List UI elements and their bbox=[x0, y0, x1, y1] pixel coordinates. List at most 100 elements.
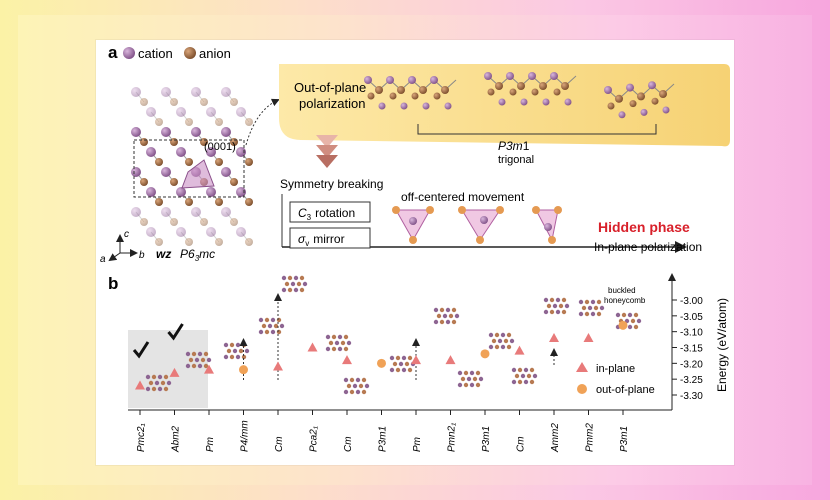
y-tick-label: -3.10 bbox=[680, 328, 703, 339]
data-marks bbox=[135, 320, 628, 390]
thumb-atom bbox=[331, 346, 337, 352]
in-plane-point bbox=[204, 364, 214, 374]
thumb-atom bbox=[469, 370, 475, 376]
thumb-atom bbox=[460, 376, 466, 382]
thumb-atom bbox=[523, 379, 529, 385]
plane-label: (0001) bbox=[204, 141, 236, 153]
y-ticks: -3.00-3.05-3.10-3.15-3.20-3.25-3.30 bbox=[672, 296, 703, 402]
anion-legend-swatch bbox=[184, 47, 196, 59]
thumb-atom bbox=[517, 367, 523, 373]
y-tick-label: -3.25 bbox=[680, 375, 703, 386]
y-tick-label: -3.20 bbox=[680, 359, 703, 370]
thumb-atom bbox=[229, 354, 235, 360]
atom bbox=[498, 98, 506, 106]
thumb-atom bbox=[157, 374, 163, 380]
thumb-atom bbox=[439, 307, 445, 313]
y-tick-label: -3.05 bbox=[680, 312, 703, 323]
thumb-atom bbox=[532, 373, 538, 379]
anion-atom bbox=[200, 98, 208, 106]
anion-atom bbox=[170, 178, 178, 186]
thumb-atom bbox=[404, 361, 410, 367]
thumb-atom bbox=[325, 334, 331, 340]
thumb-atom bbox=[389, 355, 395, 361]
atom bbox=[419, 86, 427, 94]
thumb-atom bbox=[526, 373, 532, 379]
atom bbox=[422, 102, 430, 110]
x-tick-label: Pm bbox=[205, 437, 216, 452]
cation-atom bbox=[131, 127, 141, 137]
cation-atom bbox=[221, 207, 231, 217]
cation-atom bbox=[206, 147, 216, 157]
cation-atom bbox=[176, 187, 186, 197]
thumb-atom bbox=[466, 376, 472, 382]
anion-atom bbox=[230, 98, 238, 106]
out-of-plane-point bbox=[239, 365, 248, 375]
checkmark-icon bbox=[132, 341, 150, 359]
thumb-atom bbox=[226, 348, 232, 354]
thumb-atom bbox=[229, 342, 235, 348]
thumb-atom bbox=[281, 287, 287, 293]
in-plane-point bbox=[273, 361, 283, 371]
thumb-atom bbox=[546, 303, 552, 309]
atom bbox=[367, 92, 375, 100]
thumb-atom bbox=[334, 340, 340, 346]
anion-atom bbox=[140, 98, 148, 106]
thumb-atom bbox=[166, 380, 172, 386]
thumb-atom bbox=[543, 309, 549, 315]
thumb-atom bbox=[401, 355, 407, 361]
thumb-atom bbox=[503, 338, 509, 344]
in-plane-point bbox=[514, 345, 525, 355]
thumb-atom bbox=[191, 351, 197, 357]
anion-atom bbox=[215, 198, 223, 206]
thumb-atom bbox=[633, 312, 639, 318]
thumb-atom bbox=[488, 332, 494, 338]
atom bbox=[509, 88, 517, 96]
cation-atom bbox=[236, 187, 246, 197]
chevron-down-icon bbox=[316, 135, 338, 168]
sigma-mirror-box bbox=[289, 227, 371, 249]
thumb-atom bbox=[340, 340, 346, 346]
thumb-atom bbox=[555, 309, 561, 315]
thumb-atom bbox=[238, 348, 244, 354]
atom bbox=[528, 72, 536, 80]
anion-atom bbox=[245, 118, 253, 126]
thumb-atom bbox=[197, 363, 203, 369]
anion-atom bbox=[245, 238, 253, 246]
anion-atom bbox=[230, 218, 238, 226]
cation-atom bbox=[161, 87, 171, 97]
thumb-atom bbox=[463, 382, 469, 388]
thumb-atom bbox=[151, 374, 157, 380]
thumb-atom bbox=[191, 363, 197, 369]
thumb-atom bbox=[206, 357, 212, 363]
x-tick-label: P3m1 bbox=[481, 426, 492, 452]
p3m1-structures bbox=[364, 72, 675, 119]
symmetry-breaking-label: Symmetry breaking bbox=[280, 177, 383, 191]
x-tick-label: Abm2 bbox=[171, 425, 182, 453]
thumb-atom bbox=[590, 311, 596, 317]
dotted-curve-arrow bbox=[245, 98, 280, 146]
atom bbox=[441, 86, 449, 94]
atom bbox=[400, 102, 408, 110]
axis-a-arrow bbox=[108, 252, 121, 262]
thumb-atom bbox=[584, 299, 590, 305]
anion-atom bbox=[215, 238, 223, 246]
thumb-atom bbox=[223, 342, 229, 348]
thumb-atom bbox=[475, 382, 481, 388]
thumb-atom bbox=[475, 370, 481, 376]
thumb-atom bbox=[578, 299, 584, 305]
thumb-atom bbox=[270, 317, 276, 323]
atom bbox=[484, 72, 492, 80]
atom bbox=[378, 102, 386, 110]
thumb-atom bbox=[511, 367, 517, 373]
cation-atom bbox=[176, 107, 186, 117]
atom bbox=[640, 108, 648, 116]
anion-atom bbox=[185, 118, 193, 126]
thumb-atom bbox=[273, 323, 279, 329]
atom bbox=[430, 76, 438, 84]
thumb-atom bbox=[506, 332, 512, 338]
thumb-atom bbox=[472, 376, 478, 382]
y-tick-label: -3.15 bbox=[680, 344, 703, 355]
x-tick-label: P3m1 bbox=[619, 426, 630, 452]
thumb-atom bbox=[636, 318, 642, 324]
